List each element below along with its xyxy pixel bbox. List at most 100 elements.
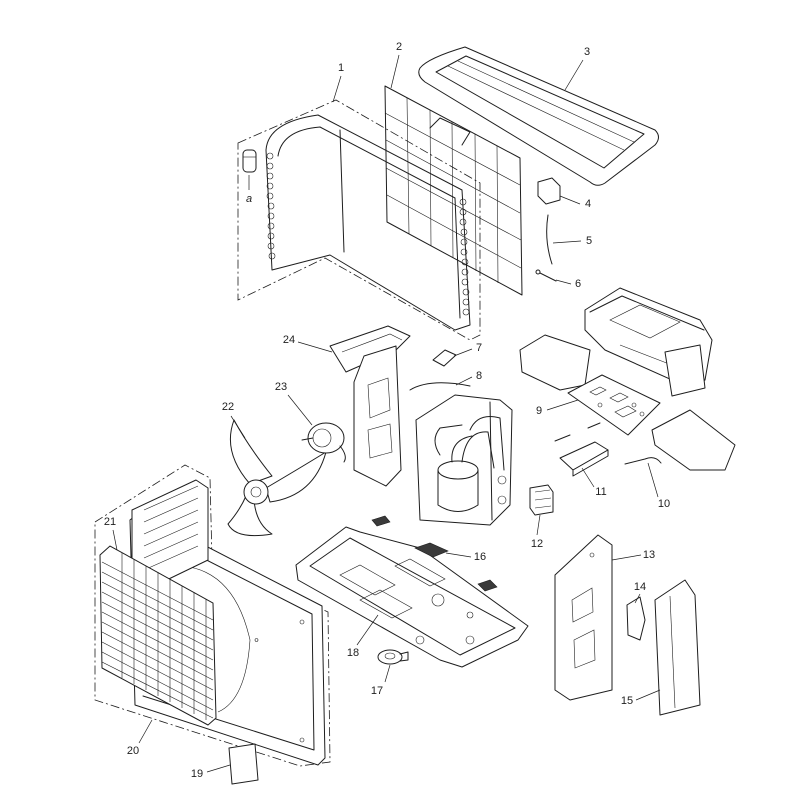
rear-guard-top-bracket xyxy=(429,117,471,146)
part-15-right-side-panel xyxy=(654,579,701,716)
control-box-side-bracket xyxy=(664,344,706,397)
label-5: 5 xyxy=(586,235,592,247)
right-side-panel-fold xyxy=(669,595,676,709)
motor-support-openings xyxy=(367,377,393,459)
drain-socket-tab xyxy=(399,651,409,662)
motor-support-top-rib xyxy=(341,333,403,353)
leader-line-24 xyxy=(297,341,333,353)
top-plate-ribs xyxy=(447,60,635,151)
leader-line-18 xyxy=(356,614,379,646)
label-a: a xyxy=(246,193,252,205)
motor-support-column xyxy=(353,345,402,487)
front-grille-horizontal-bars xyxy=(101,561,214,719)
label-13: 13 xyxy=(643,549,655,561)
part-4-sensor-holder xyxy=(537,177,561,205)
label-14: 14 xyxy=(634,581,646,593)
front-grille-vertical-bars xyxy=(121,553,207,720)
compressor-top xyxy=(437,460,479,480)
pcb-components xyxy=(589,386,645,418)
reactor-core xyxy=(529,484,554,516)
leader-line-8 xyxy=(455,376,473,386)
module-small-parts xyxy=(554,422,601,442)
refrigerant-pipes xyxy=(434,416,505,471)
coil-group-outline xyxy=(237,99,481,341)
part-14-bracket xyxy=(626,596,646,641)
part-9-pcb xyxy=(567,374,661,436)
label-3: 3 xyxy=(584,46,590,58)
leader-line-13 xyxy=(611,554,642,561)
fan-hub-boss xyxy=(250,486,262,498)
leader-line-12 xyxy=(536,514,541,536)
leader-line-21 xyxy=(112,529,118,551)
base-plate-drain-holes xyxy=(415,593,475,645)
leader-line-16 xyxy=(445,552,472,558)
fan-blade-right xyxy=(265,451,327,503)
part-16-cushion-pads xyxy=(371,515,498,592)
motor-support-top-plate xyxy=(329,325,411,373)
partition-panel-body xyxy=(554,534,613,701)
leader-line-7 xyxy=(453,348,473,357)
cushion-pad xyxy=(477,579,498,592)
compressor-assembly xyxy=(415,394,513,526)
rear-guard-horizontal-wires xyxy=(384,112,522,269)
label-1: 1 xyxy=(338,62,344,74)
module-front xyxy=(572,449,609,477)
part-12-reactor xyxy=(529,484,554,516)
label-10: 10 xyxy=(658,498,670,510)
label-15: 15 xyxy=(621,695,633,707)
leader-line-3 xyxy=(564,59,584,91)
label-12: 12 xyxy=(531,538,543,550)
leader-line-19 xyxy=(206,764,231,773)
base-plate-recess-2 xyxy=(359,589,413,619)
reactor-winding xyxy=(534,489,552,509)
fan-hub xyxy=(243,479,269,505)
fan-motor-lead xyxy=(339,445,346,463)
leader-line-9 xyxy=(546,399,579,411)
base-plate-outline xyxy=(295,526,529,668)
label-17: 17 xyxy=(371,685,383,697)
coil-inner-edge xyxy=(277,126,461,319)
sensor-rod-end xyxy=(535,269,541,275)
coil-tube-ends-right xyxy=(459,198,470,316)
fan-blade-upper xyxy=(229,419,273,485)
part-1-condenser-coil xyxy=(237,99,481,341)
label-6: 6 xyxy=(575,278,581,290)
rear-guard-vertical-wires xyxy=(406,97,499,284)
leader-line-14 xyxy=(634,593,641,604)
control-box-top-edge xyxy=(589,295,705,331)
part-11-module xyxy=(554,422,609,477)
part-18-base-plate xyxy=(295,526,529,668)
label-11: 11 xyxy=(595,486,606,498)
part-5-thermistor-lead xyxy=(546,214,553,265)
label-4: 4 xyxy=(585,198,591,210)
leader-line-22 xyxy=(230,415,246,439)
leader-line-1 xyxy=(332,75,342,103)
leader-line-4 xyxy=(559,195,581,205)
control-box-tray xyxy=(519,334,591,391)
label-19: 19 xyxy=(191,768,203,780)
leader-line-23 xyxy=(287,394,313,426)
label-18: 18 xyxy=(347,647,359,659)
part-3-top-plate xyxy=(418,46,659,186)
partition-panel-openings xyxy=(571,552,596,669)
label-9: 9 xyxy=(536,405,542,417)
coil-body xyxy=(265,114,471,331)
front-panel-group-outline xyxy=(94,464,331,767)
leader-line-5 xyxy=(552,240,582,244)
front-panel-inner-edge xyxy=(139,525,315,751)
part-22-fan-propeller xyxy=(227,419,327,537)
label-20: 20 xyxy=(127,745,139,757)
part-23-fan-motor xyxy=(301,422,346,463)
part-labels: 1 2 3 4 5 6 7 8 9 10 11 12 13 14 15 16 1… xyxy=(104,41,670,780)
base-plate-inner-rim xyxy=(309,537,516,656)
part-13-partition-panel xyxy=(554,534,613,701)
label-7: 7 xyxy=(476,342,482,354)
part-10-lead-wire xyxy=(624,457,662,465)
base-plate-recess-3 xyxy=(394,558,446,587)
leader-line-15 xyxy=(635,689,661,701)
control-box-cover xyxy=(584,287,713,397)
rear-fin-guard-slots xyxy=(143,485,199,571)
coil-bend-line xyxy=(339,129,345,253)
bell-mouth-arc xyxy=(164,565,251,713)
leader-line-20 xyxy=(138,719,153,744)
